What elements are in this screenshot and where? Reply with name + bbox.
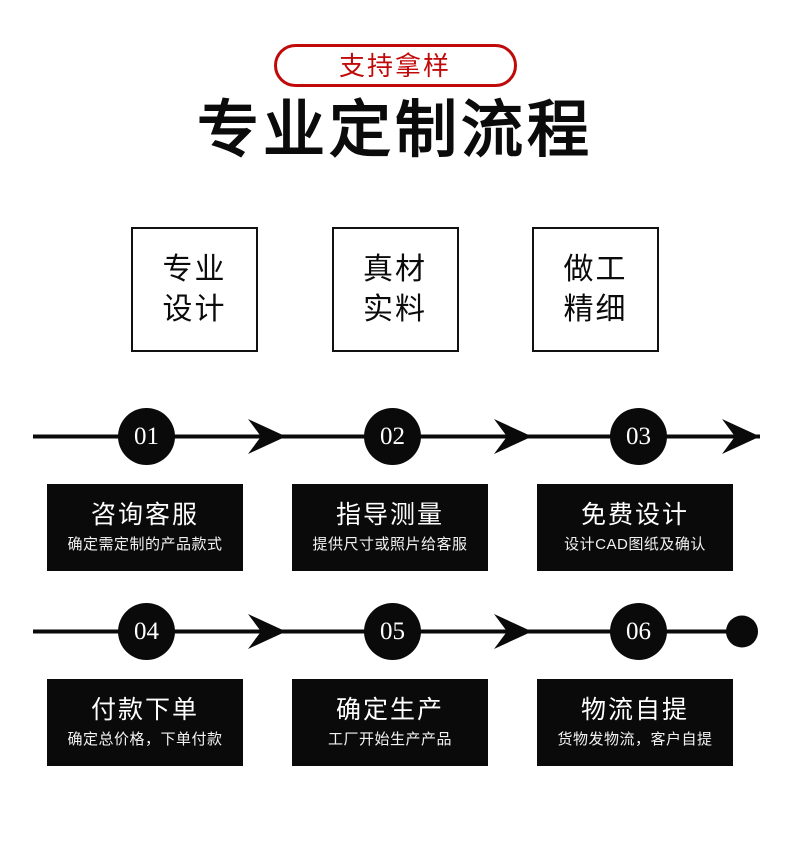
promo-badge-label: 支持拿样 (338, 50, 451, 81)
step-subtitle: 货物发物流，客户自提 (557, 731, 713, 748)
step-label-box-04: 付款下单 确定总价格，下单付款 (47, 679, 243, 766)
timeline-end-dot-icon (726, 615, 758, 648)
step-label-box-03: 免费设计 设计CAD图纸及确认 (537, 484, 733, 571)
step-number-group-1: 01 02 03 (0, 408, 790, 465)
step-subtitle: 确定需定制的产品款式 (67, 536, 223, 553)
step-number-circle-02: 02 (364, 408, 421, 465)
step-number-label: 05 (380, 618, 405, 645)
feature-line-2: 精细 (563, 292, 628, 326)
step-number-group-2: 04 05 06 (0, 603, 790, 660)
feature-box-material: 真材 实料 (331, 227, 459, 352)
page-title: 专业定制流程 (196, 96, 593, 165)
feature-box-craft: 做工 精细 (532, 227, 659, 352)
step-title: 确定生产 (335, 696, 444, 724)
feature-line-1: 做工 (563, 252, 628, 286)
arrow-head-icon (248, 614, 532, 649)
step-title: 指导测量 (335, 501, 444, 529)
step-number-circle-04: 04 (118, 603, 175, 660)
step-number-circle-01: 01 (118, 408, 175, 465)
step-number-label: 03 (626, 423, 651, 450)
step-label-group-1: 咨询客服 确定需定制的产品款式 指导测量 提供尺寸或照片给客服 免费设计 设计C… (47, 484, 733, 571)
step-title: 物流自提 (580, 696, 689, 724)
arrow-head-icon (248, 419, 760, 454)
step-subtitle: 工厂开始生产产品 (327, 731, 452, 748)
step-title: 付款下单 (90, 696, 199, 724)
step-subtitle: 设计CAD图纸及确认 (564, 536, 706, 553)
feature-line-2: 设计 (162, 292, 227, 326)
feature-line-2: 实料 (363, 292, 427, 326)
step-subtitle: 提供尺寸或照片给客服 (312, 536, 468, 553)
step-title: 免费设计 (580, 501, 689, 529)
step-number-label: 02 (380, 423, 405, 450)
step-label-group-2: 付款下单 确定总价格，下单付款 确定生产 工厂开始生产产品 物流自提 货物发物流… (47, 679, 733, 766)
step-number-label: 04 (134, 618, 159, 645)
step-number-label: 01 (134, 423, 159, 450)
step-label-box-06: 物流自提 货物发物流，客户自提 (537, 679, 733, 766)
step-label-box-05: 确定生产 工厂开始生产产品 (292, 679, 488, 766)
step-number-circle-06: 06 (610, 603, 667, 660)
feature-line-1: 真材 (363, 252, 427, 286)
feature-line-1: 专业 (162, 252, 227, 286)
step-label-box-01: 咨询客服 确定需定制的产品款式 (47, 484, 243, 571)
step-title: 咨询客服 (90, 501, 199, 529)
step-label-box-02: 指导测量 提供尺寸或照片给客服 (292, 484, 488, 571)
promo-badge-container: 支持拿样 (0, 44, 790, 87)
feature-box-group: 专业 设计 真材 实料 做工 精细 (131, 227, 659, 352)
step-number-label: 06 (626, 618, 651, 645)
promo-badge: 支持拿样 (273, 44, 517, 87)
step-number-circle-03: 03 (610, 408, 667, 465)
step-subtitle: 确定总价格，下单付款 (67, 731, 223, 748)
feature-box-design: 专业 设计 (131, 227, 258, 352)
step-number-circle-05: 05 (364, 603, 421, 660)
